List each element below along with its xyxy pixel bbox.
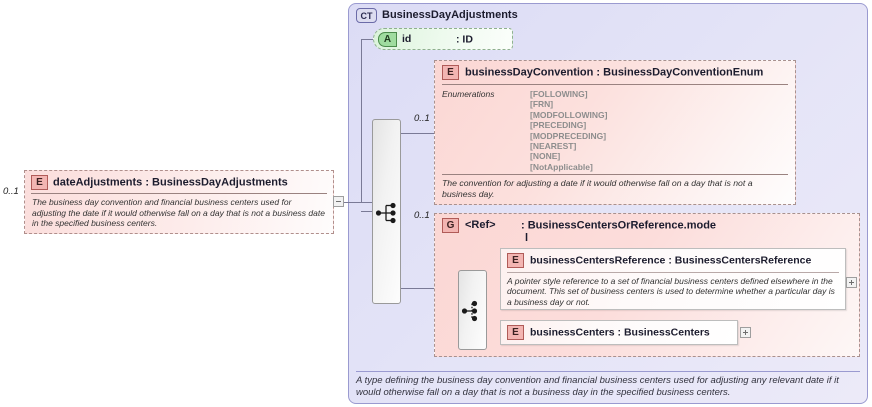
- sequence-icon: [375, 202, 396, 224]
- element-icon: E: [507, 325, 524, 340]
- element-separator: :: [668, 254, 672, 267]
- complextype-icon: CT: [356, 7, 377, 23]
- element-documentation: The business day convention and financia…: [32, 197, 325, 228]
- connector-sequence-to-convention: [401, 133, 435, 134]
- element-separator: :: [596, 66, 601, 79]
- element-icon: E: [442, 65, 459, 80]
- element-separator: :: [145, 176, 149, 189]
- cardinality-business-day-convention: 0..1: [414, 113, 430, 124]
- expand-toggle-business-centers-reference[interactable]: [846, 277, 857, 288]
- connector-trunk-vertical: [361, 39, 362, 203]
- enumeration-item: [FRN]: [530, 99, 554, 110]
- connector-trunk-to-sequence: [361, 211, 373, 212]
- group-type-overflow: l: [525, 232, 529, 244]
- element-type: BusinessCenters: [623, 326, 710, 339]
- element-name: businessDayConvention: [465, 66, 594, 79]
- divider: [507, 272, 839, 273]
- complex-type-title: CT BusinessDayAdjustments: [356, 7, 518, 23]
- enumeration-item: [MODPRECEDING]: [530, 130, 607, 141]
- element-name: businessCentersReference: [530, 254, 666, 267]
- complex-type-documentation: A type defining the business day convent…: [356, 375, 839, 398]
- element-type: BusinessDayAdjustments: [152, 176, 288, 189]
- element-name: businessCenters: [530, 326, 615, 339]
- element-name: dateAdjustments: [53, 176, 143, 189]
- enumeration-item: [PRECEDING]: [530, 120, 587, 131]
- divider: [31, 193, 327, 194]
- attribute-separator: :: [456, 33, 460, 46]
- expand-toggle-business-centers[interactable]: [740, 327, 751, 338]
- connector-root-to-trunk: [344, 202, 373, 203]
- connector-trunk-to-attribute: [361, 39, 374, 40]
- enumerations-section: Enumerations [FOLLOWING] [FRN] [MODFOLLO…: [435, 85, 795, 174]
- element-icon: E: [507, 253, 524, 268]
- element-documentation: A pointer style reference to a set of fi…: [507, 276, 835, 307]
- cardinality-date-adjustments: 0..1: [3, 186, 19, 197]
- group-type: BusinessCentersOrReference.mode: [527, 219, 717, 232]
- element-type: BusinessDayConventionEnum: [603, 66, 764, 79]
- group-icon: G: [442, 218, 459, 233]
- connector-sequence-to-ref: [401, 288, 435, 289]
- choice-compositor[interactable]: [458, 270, 487, 350]
- attribute-type: ID: [462, 33, 473, 46]
- enumeration-item: [NotApplicable]: [530, 161, 593, 172]
- enumerations-list: [FOLLOWING] [FRN] [MODFOLLOWING] [PRECED…: [530, 89, 788, 172]
- element-type: BusinessCentersReference: [674, 254, 812, 267]
- enumeration-item: [MODFOLLOWING]: [530, 109, 608, 120]
- enumeration-item: [FOLLOWING]: [530, 89, 588, 99]
- group-name: <Ref>: [465, 219, 496, 232]
- enumerations-label: Enumerations: [442, 89, 495, 99]
- element-icon: E: [31, 175, 48, 190]
- cardinality-ref-group: 0..1: [414, 210, 430, 221]
- enumeration-item: [NEAREST]: [530, 141, 577, 152]
- element-documentation: The convention for adjusting a date if i…: [442, 178, 753, 200]
- complex-type-name: BusinessDayAdjustments: [382, 9, 518, 21]
- group-separator: :: [521, 219, 525, 232]
- sequence-compositor[interactable]: [372, 119, 401, 304]
- element-separator: :: [617, 326, 622, 339]
- enumeration-item: [NONE]: [530, 151, 561, 162]
- divider: [442, 84, 788, 85]
- choice-icon: [461, 300, 478, 322]
- divider: [442, 174, 788, 176]
- divider: [356, 371, 860, 372]
- attribute-icon: A: [378, 32, 397, 47]
- collapse-toggle-date-adjustments[interactable]: [333, 196, 344, 207]
- attribute-name: id: [402, 33, 412, 46]
